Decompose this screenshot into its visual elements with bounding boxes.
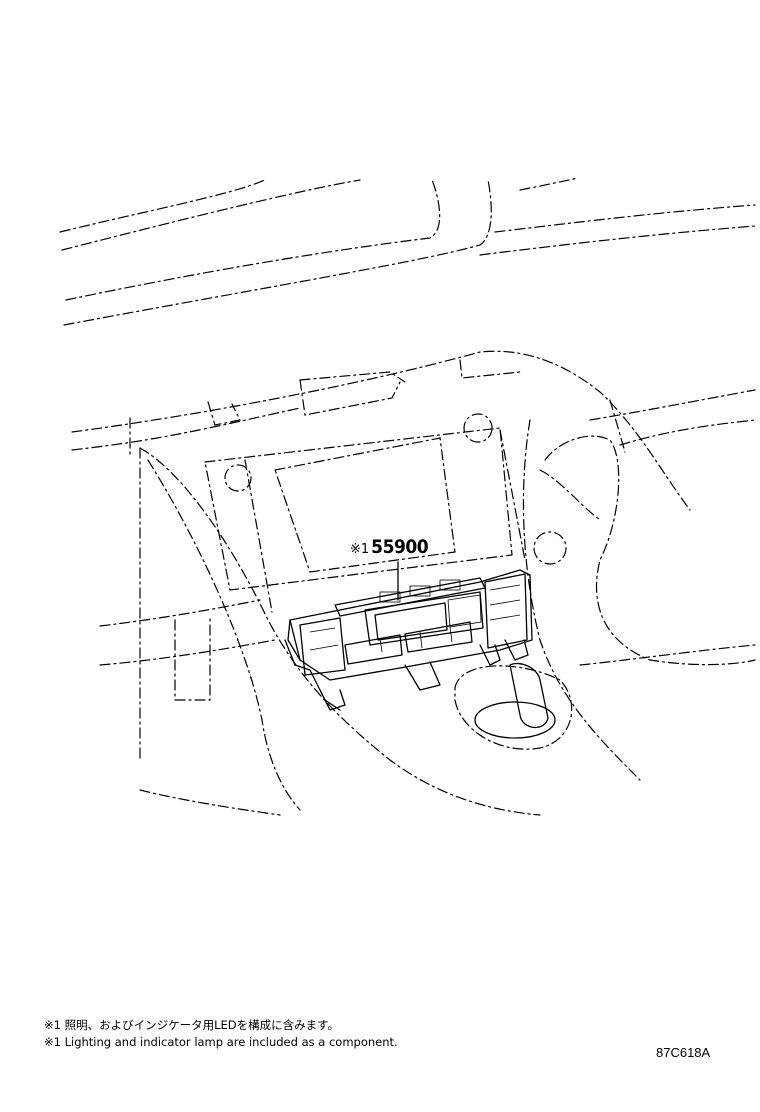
footnotes: ※1 照明、およびインジケータ用LEDを構成に含みます。 ※1 Lighting… [44, 1017, 398, 1051]
center-stack-outline [139, 419, 756, 816]
left-side-panel [99, 599, 281, 816]
dashboard-mid-panel [71, 350, 756, 521]
display-unit [204, 413, 567, 591]
part-callout: ※1 55900 [350, 536, 429, 560]
callout-note-mark: ※1 [350, 542, 370, 557]
part-number-label: 55900 [371, 536, 429, 558]
drawing-code: 87C618A [656, 1045, 711, 1060]
footnote-japanese: ※1 照明、およびインジケータ用LEDを構成に含みます。 [44, 1018, 339, 1032]
shift-knob [454, 662, 573, 750]
footnote-english: ※1 Lighting and indicator lamp are inclu… [44, 1035, 398, 1049]
dashboard-upper-edge [59, 177, 756, 326]
climate-control-panel [284, 569, 533, 711]
